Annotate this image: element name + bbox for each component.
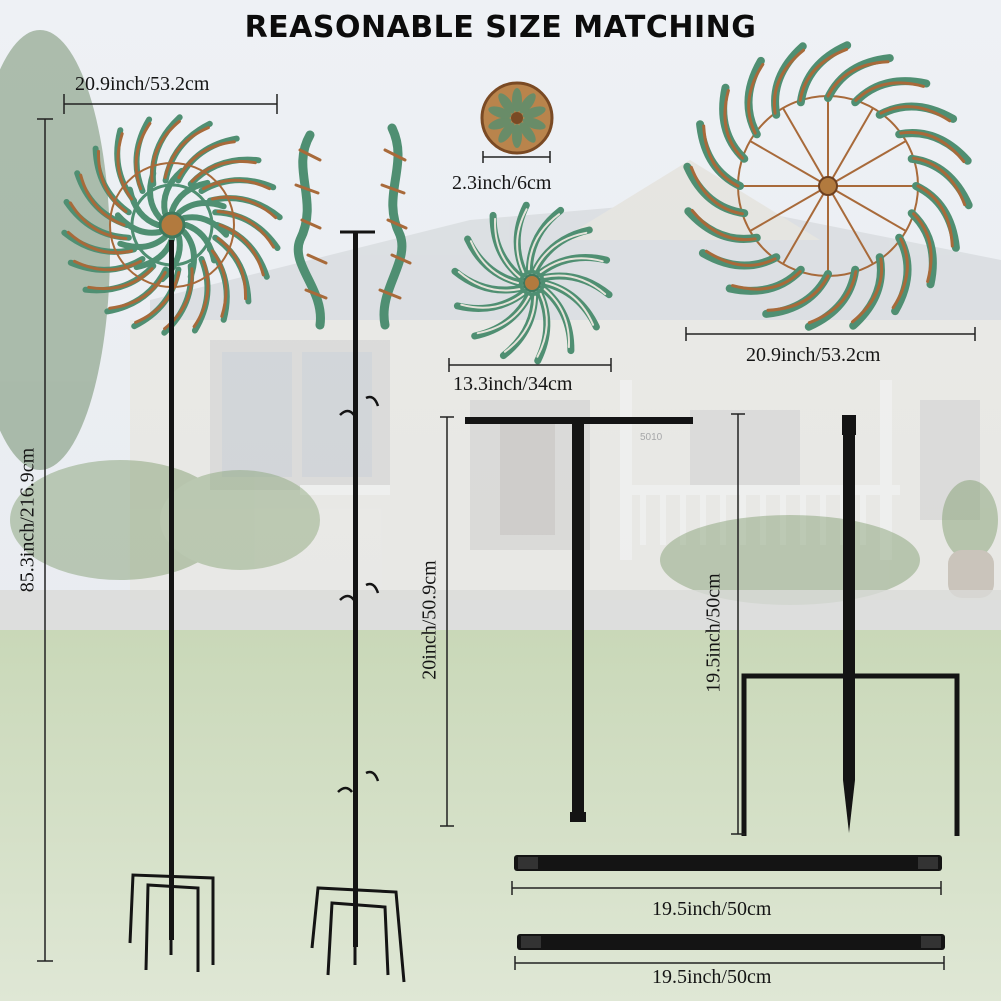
pole-2 [353, 232, 358, 947]
page-title: REASONABLE SIZE MATCHING [244, 10, 757, 45]
center-disc-mini [158, 211, 186, 239]
extension-rod-1 [514, 855, 942, 871]
house-number: 5010 [640, 432, 663, 443]
extension-rod-2 [517, 934, 945, 950]
label-center-disc: 2.3inch/6cm [452, 172, 552, 194]
stake-fork [741, 415, 960, 836]
label-tpole-height: 20inch/50.9cm [418, 560, 441, 680]
label-spinner-large-detail: 20.9inch/53.2cm [746, 344, 881, 366]
joint-arrows [337, 395, 380, 793]
ground-stake-1 [128, 873, 215, 972]
pole-1 [169, 240, 174, 940]
dimension-lines [37, 94, 976, 970]
assembled-spinner-side [293, 123, 412, 983]
ground-stake-2 [310, 886, 406, 983]
label-stake-height: 19.5inch/50cm [702, 573, 725, 693]
label-total-height: 85.3inch/216.9cm [16, 447, 39, 593]
center-disc [480, 81, 554, 155]
label-rod-1: 19.5inch/50cm [652, 898, 772, 920]
label-spinner-small: 13.3inch/34cm [453, 373, 573, 395]
house-background: 5010 [130, 160, 1001, 600]
trees-and-shrubs [0, 30, 998, 605]
label-rod-2: 19.5inch/50cm [652, 966, 772, 988]
spinner-large-detail [683, 41, 973, 331]
spinner-small [451, 201, 613, 365]
assembled-spinner-large [61, 114, 283, 972]
t-pole [465, 417, 693, 822]
label-spinner-large-width: 20.9inch/53.2cm [75, 73, 210, 95]
